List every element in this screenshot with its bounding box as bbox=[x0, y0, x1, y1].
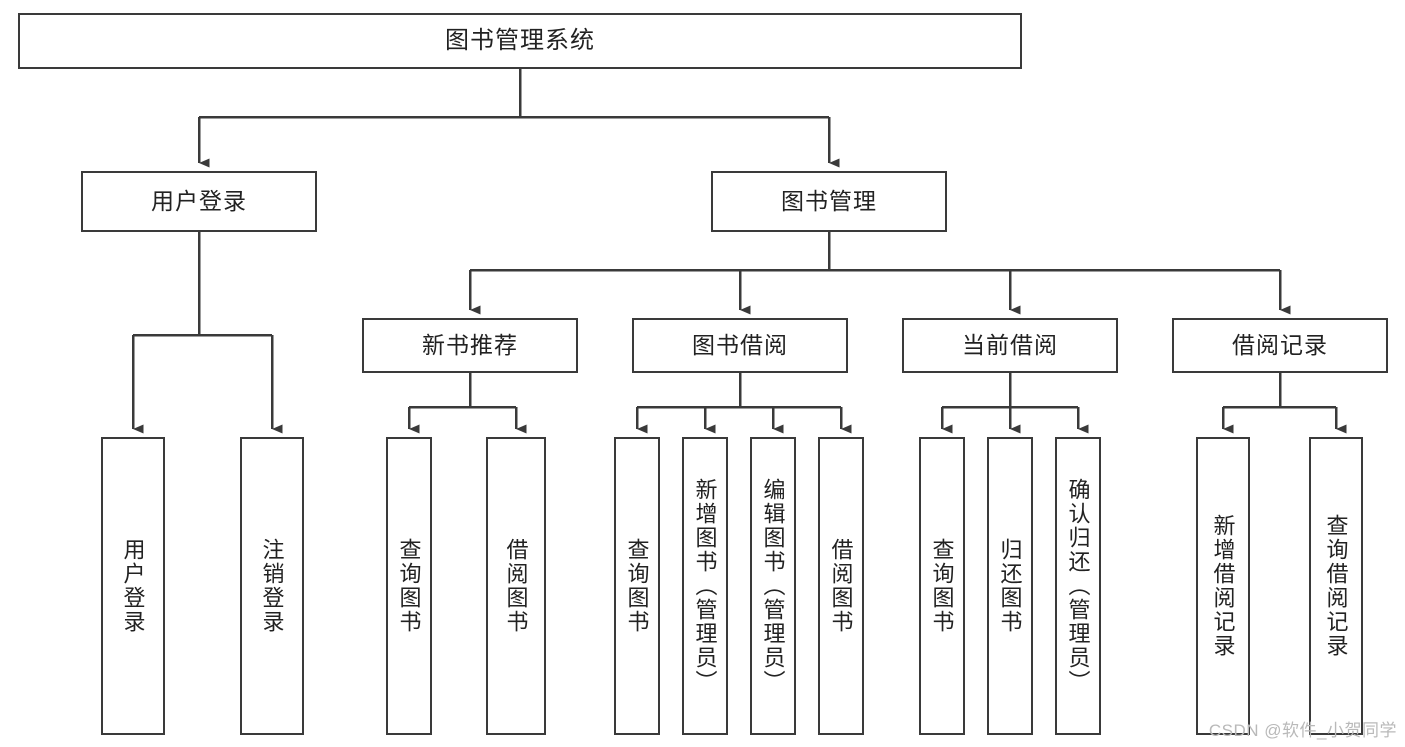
node-new-book-recommend[interactable]: 新书推荐 bbox=[362, 318, 578, 373]
watermark: CSDN @软件_小贺同学 bbox=[1208, 721, 1397, 740]
node-leaf-user-login-label: 用户登录 bbox=[120, 538, 146, 634]
node-leaf-current-return-label: 归还图书 bbox=[997, 538, 1023, 634]
node-leaf-record-query-label: 查询借阅记录 bbox=[1323, 514, 1349, 658]
node-leaf-recommend-borrow-label: 借阅图书 bbox=[503, 538, 529, 634]
node-user-login-label: 用户登录 bbox=[151, 187, 247, 214]
node-leaf-current-confirm-label: 确认归还（管理员） bbox=[1065, 478, 1091, 694]
node-book-manage-label: 图书管理 bbox=[781, 187, 877, 214]
node-leaf-borrow-add[interactable]: 新增图书（管理员） bbox=[682, 437, 728, 735]
node-leaf-recommend-borrow[interactable]: 借阅图书 bbox=[486, 437, 546, 735]
node-root[interactable]: 图书管理系统 bbox=[18, 13, 1022, 69]
node-book-borrow-label: 图书借阅 bbox=[692, 331, 788, 358]
node-user-login[interactable]: 用户登录 bbox=[81, 171, 317, 232]
node-leaf-record-add-label: 新增借阅记录 bbox=[1210, 514, 1236, 658]
node-borrow-record-label: 借阅记录 bbox=[1232, 331, 1328, 358]
node-leaf-user-logout-label: 注销登录 bbox=[259, 538, 285, 634]
node-book-borrow[interactable]: 图书借阅 bbox=[632, 318, 848, 373]
node-leaf-current-confirm[interactable]: 确认归还（管理员） bbox=[1055, 437, 1101, 735]
node-borrow-record[interactable]: 借阅记录 bbox=[1172, 318, 1388, 373]
node-leaf-borrow-query-label: 查询图书 bbox=[624, 538, 650, 634]
node-book-manage[interactable]: 图书管理 bbox=[711, 171, 947, 232]
node-leaf-current-query-label: 查询图书 bbox=[929, 538, 955, 634]
node-leaf-current-query[interactable]: 查询图书 bbox=[919, 437, 965, 735]
node-new-book-recommend-label: 新书推荐 bbox=[422, 331, 518, 358]
node-current-borrow-label: 当前借阅 bbox=[962, 331, 1058, 358]
node-leaf-borrow-query[interactable]: 查询图书 bbox=[614, 437, 660, 735]
node-leaf-borrow-borrow-label: 借阅图书 bbox=[828, 538, 854, 634]
node-leaf-current-return[interactable]: 归还图书 bbox=[987, 437, 1033, 735]
node-leaf-borrow-edit-label: 编辑图书（管理员） bbox=[760, 478, 786, 694]
node-leaf-borrow-borrow[interactable]: 借阅图书 bbox=[818, 437, 864, 735]
node-leaf-record-add[interactable]: 新增借阅记录 bbox=[1196, 437, 1250, 735]
node-leaf-record-query[interactable]: 查询借阅记录 bbox=[1309, 437, 1363, 735]
node-leaf-user-login[interactable]: 用户登录 bbox=[101, 437, 165, 735]
node-current-borrow[interactable]: 当前借阅 bbox=[902, 318, 1118, 373]
node-leaf-user-logout[interactable]: 注销登录 bbox=[240, 437, 304, 735]
node-leaf-borrow-add-label: 新增图书（管理员） bbox=[692, 478, 718, 694]
node-root-label: 图书管理系统 bbox=[445, 26, 595, 54]
node-leaf-recommend-query-label: 查询图书 bbox=[396, 538, 422, 634]
node-leaf-borrow-edit[interactable]: 编辑图书（管理员） bbox=[750, 437, 796, 735]
node-leaf-recommend-query[interactable]: 查询图书 bbox=[386, 437, 432, 735]
